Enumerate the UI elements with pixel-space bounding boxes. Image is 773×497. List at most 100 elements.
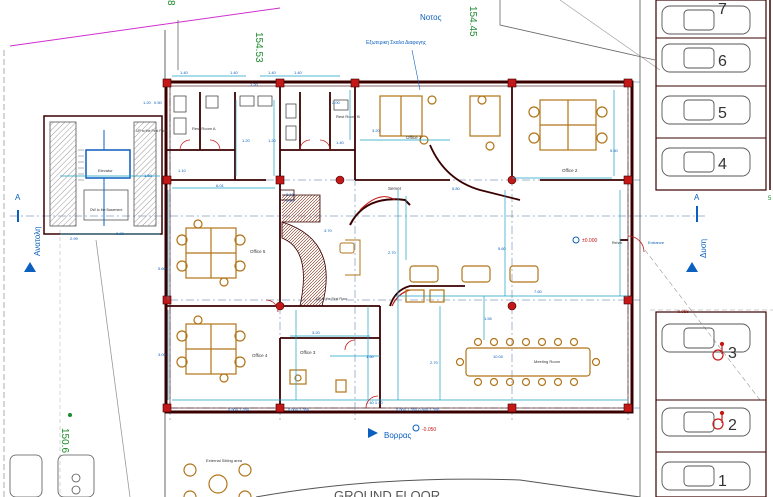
spiral-stair: [279, 189, 327, 307]
parked-car: [661, 461, 751, 491]
label-office-2: Office 2: [562, 168, 578, 173]
label-entrance: Entrance: [648, 240, 665, 245]
car-windshield: [683, 99, 715, 121]
dim-label: 6.01: [216, 183, 225, 188]
dim-label: 3.70: [324, 228, 333, 233]
elevations: 154.53 154.45 150.6 8 5: [59, 0, 772, 453]
parking-spot-number: 4: [718, 156, 727, 173]
parked-car: [661, 407, 751, 437]
dim-label: 3.20: [372, 128, 381, 133]
elevation-top-a: 154.53: [253, 32, 264, 63]
dim-label: 2.10: [286, 192, 295, 197]
rest-rooms: [173, 95, 349, 151]
dim-label: 1.20: [143, 100, 152, 105]
label-elevator: Elevator: [98, 168, 113, 173]
ground-floor-title: GROUND FLOOR: [334, 488, 440, 497]
compass-south: Βορρας: [384, 431, 412, 440]
label-office-5: Office 5: [250, 249, 266, 254]
parking-spot-number: 6: [718, 53, 727, 70]
car-left: [9, 454, 95, 497]
elevation-left: 150.6: [59, 428, 70, 453]
wheelchair-icon: [712, 341, 725, 430]
elevation-top-cut: 8: [165, 0, 176, 6]
dim-label: 5.60: [498, 246, 507, 251]
label-rehab: Rehab: [612, 241, 622, 245]
dim-label: 3.00: [158, 352, 167, 357]
site-boundaries: [3, 0, 773, 497]
label-up-first-floor-a: UP to the First Floor: [316, 297, 348, 301]
label-office-3: Office 3: [300, 350, 316, 355]
section-triangle: [686, 262, 698, 272]
dim-label: 5.80: [452, 186, 461, 191]
dim-label: 0.50: [154, 100, 163, 105]
section-triangle: [368, 428, 378, 438]
parked-car: [661, 43, 751, 73]
parked-car: [661, 95, 751, 125]
dim-label: 2.70: [388, 250, 397, 255]
dim-label: 1.40 1.40: [366, 400, 383, 405]
car-windshield: [683, 47, 715, 69]
dim-label: 3.20: [312, 330, 321, 335]
dim-label: 10.00: [493, 354, 504, 359]
dim-label: 2.00: [332, 100, 341, 105]
dim-label: 2.70: [430, 360, 439, 365]
dim-label: 1.55: [484, 316, 493, 321]
dim-label: 1.40: [180, 70, 189, 75]
parking-spot-number: 5: [718, 105, 727, 122]
section-marker-right: A: [694, 193, 700, 202]
car-windshield: [683, 327, 715, 349]
parked-car: [661, 5, 751, 35]
parked-car: [661, 323, 751, 353]
car-windshield: [683, 465, 715, 487]
doors: [265, 235, 645, 409]
label-up-first-floor-b: UP to the First Floor: [136, 129, 168, 133]
compass-north: Νοτος: [420, 13, 442, 22]
dim-label: 1.50: [366, 354, 375, 359]
dim-label: 0.900 1.250: [228, 407, 250, 412]
dim-label: 1.50: [144, 173, 153, 178]
label-meeting-room: Meeting Room: [534, 359, 561, 364]
car-windshield: [683, 151, 715, 173]
label-office-1: Office 1: [406, 135, 422, 140]
label-office-4: Office 4: [252, 353, 268, 358]
label-server: Server: [388, 186, 402, 191]
parked-car: [661, 147, 751, 177]
car-windshield: [683, 9, 715, 31]
dim-label: 1.40: [336, 140, 345, 145]
dim-label: 7.60: [534, 289, 543, 294]
reception-desk: [339, 239, 361, 276]
dim-label: 0.900 1.350: [288, 407, 310, 412]
dim-label: 0.900 1.350 0.900 1.350: [396, 407, 440, 412]
structural-columns: [162, 78, 633, 413]
building-walls: [164, 80, 634, 414]
level-entry: -0.050: [422, 427, 436, 433]
dim-label: 1.40: [294, 70, 303, 75]
note-external-sitting: External Sitting area: [206, 458, 243, 463]
compass-west: Ανατολη: [33, 226, 42, 256]
parking-spot-number: 1: [718, 473, 727, 490]
dim-label: 1.20: [268, 138, 277, 143]
section-marker-left: A: [15, 193, 21, 202]
parking-area: 7 6 5 4 3 2 1: [655, 0, 771, 497]
dim-label: 1.20: [242, 138, 251, 143]
parking-spot-number: 2: [728, 417, 737, 434]
dim-label: 2.00: [116, 231, 125, 236]
elevation-right-cut: 5: [768, 196, 772, 202]
dim-label: 1.10: [178, 168, 187, 173]
car-windshield: [683, 411, 715, 433]
label-rest-room-a: Rest Room A: [192, 126, 216, 131]
parking-spot-number: 7: [718, 1, 727, 18]
parking-spot-number: 3: [728, 345, 737, 362]
dimension-lines: [60, 75, 628, 401]
section-triangle: [24, 262, 36, 272]
level-main: ±0.000: [582, 238, 597, 244]
dim-label: 1.40: [268, 70, 277, 75]
note-external-stair: Εξωτερικη Σκαλα Διαφυγης: [366, 40, 427, 46]
dim-label: 1.20: [250, 82, 259, 87]
compass: Νοτος Βορρας Δυση Ανατολη A A: [15, 13, 708, 440]
dim-label: 1.40: [230, 70, 239, 75]
level-left: 2.99: [70, 236, 79, 241]
dim-label: 0.90: [286, 198, 295, 203]
compass-east: Δυση: [699, 239, 708, 258]
